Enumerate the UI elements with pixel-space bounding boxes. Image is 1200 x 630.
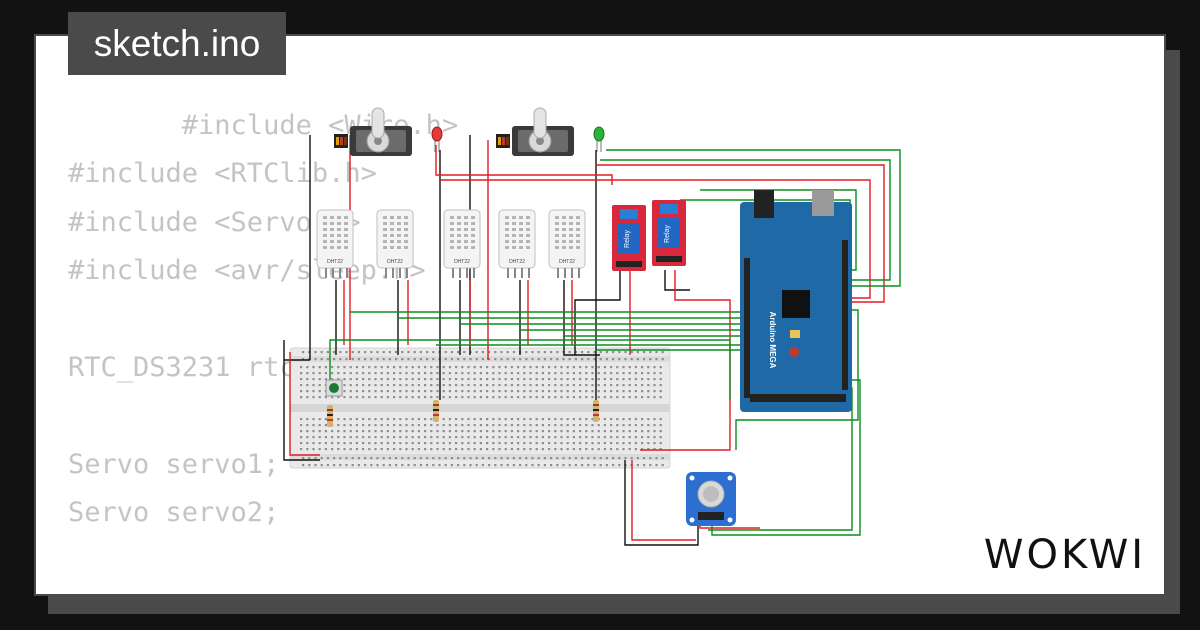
dht22-label: DHT22 xyxy=(509,259,525,265)
wires xyxy=(283,135,901,546)
project-title[interactable]: sketch.ino xyxy=(68,12,286,75)
dht22-sensor: DHT22 xyxy=(376,209,414,278)
arduino-mega-board: Arduino MEGA xyxy=(740,190,852,412)
dht22-label: DHT22 xyxy=(387,259,403,265)
resistor xyxy=(433,400,439,422)
push-button xyxy=(325,379,343,397)
code-line: Servo servo1; xyxy=(68,448,280,480)
servo-motor xyxy=(496,107,574,156)
resistor xyxy=(327,405,333,427)
relay-label: Relay xyxy=(664,225,671,243)
code-line: const int button_Pin1 = 2; xyxy=(68,586,491,595)
red-led xyxy=(431,126,443,152)
code-line: Servo servo2; xyxy=(68,497,280,529)
green-led xyxy=(593,126,605,152)
dht22-sensor: DHT22 xyxy=(316,209,354,278)
dht22-sensor: DHT22 xyxy=(548,209,586,278)
relay-module: Relay xyxy=(612,205,646,271)
dht22-label: DHT22 xyxy=(559,259,575,265)
relay-module: Relay xyxy=(652,200,686,266)
dht22-sensor: DHT22 xyxy=(443,209,481,278)
dht22-sensor: DHT22 xyxy=(498,209,536,278)
resistor xyxy=(593,400,599,422)
breadboard xyxy=(289,347,671,469)
wokwi-logo[interactable]: WOKWI xyxy=(976,528,1154,578)
relay-label: Relay xyxy=(624,230,631,248)
rtc-module xyxy=(686,472,736,526)
board-name: Arduino MEGA xyxy=(768,312,777,369)
dht22-label: DHT22 xyxy=(454,259,470,265)
dht22-label: DHT22 xyxy=(327,259,343,265)
servo-motor xyxy=(334,107,412,156)
brand-name: WOKWI xyxy=(984,532,1146,578)
